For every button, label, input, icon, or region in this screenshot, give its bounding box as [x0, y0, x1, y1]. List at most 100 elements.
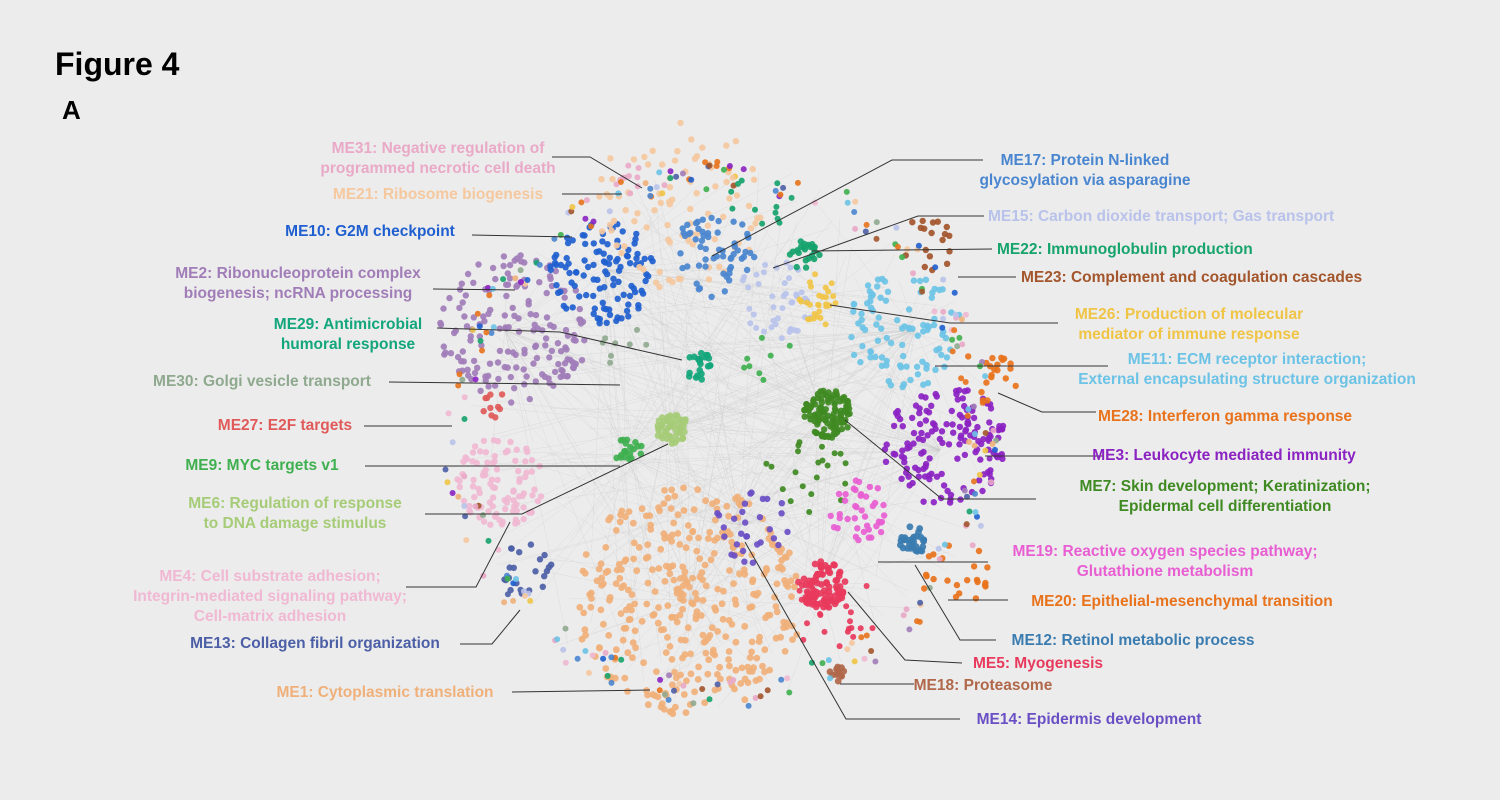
node-me10 [564, 239, 572, 247]
network-edge [607, 257, 823, 416]
node-me23 [943, 223, 950, 231]
network-edge [624, 454, 721, 643]
node-me1 [644, 553, 652, 561]
node-me21 [671, 157, 679, 164]
node-me19 [842, 491, 849, 498]
node-me11 [900, 381, 908, 388]
node-me12 [916, 546, 924, 554]
network-edge [623, 260, 916, 331]
node-me2 [440, 305, 447, 312]
network-edge [590, 454, 626, 624]
node-me1 [736, 570, 743, 578]
node-me2 [532, 343, 539, 350]
node-me3 [883, 441, 890, 448]
node-me3 [910, 429, 918, 437]
node-me29 [690, 353, 698, 361]
node-me28 [991, 366, 998, 373]
node-me15 [774, 315, 781, 322]
node-me23 [909, 219, 916, 226]
node-me15 [772, 321, 779, 328]
node-me2 [496, 325, 503, 332]
node-me10 [602, 268, 609, 275]
network-edge [624, 454, 869, 604]
node-me11 [900, 352, 907, 360]
node-me10 [617, 263, 624, 271]
node-me4 [534, 497, 542, 505]
network-edge [504, 329, 526, 365]
node-me10 [571, 282, 578, 290]
node-me26 [976, 471, 983, 478]
node-me31 [480, 572, 487, 579]
node-me22 [461, 416, 468, 422]
node-me30 [562, 625, 569, 632]
network-edge [660, 584, 821, 676]
node-me1 [704, 635, 712, 642]
node-me1 [772, 603, 780, 610]
node-me2 [515, 328, 523, 335]
node-me17 [747, 249, 754, 257]
node-me3 [978, 440, 985, 448]
node-me15 [798, 289, 805, 296]
node-me17 [574, 655, 581, 662]
node-me10 [590, 292, 597, 300]
node-me27 [488, 412, 495, 419]
node-me21 [712, 183, 719, 190]
network-edge [493, 329, 916, 540]
node-me2 [531, 321, 538, 328]
node-me19 [874, 485, 881, 492]
node-me2 [561, 360, 569, 367]
network-edge [604, 269, 825, 633]
node-me3 [740, 166, 747, 173]
node-me10 [563, 254, 570, 262]
node-me5 [816, 590, 824, 597]
node-me3 [920, 498, 927, 505]
node-me30 [607, 359, 614, 366]
node-me6 [655, 417, 663, 425]
node-me1 [660, 705, 668, 713]
network-edge [555, 454, 626, 496]
node-me10 [915, 242, 922, 249]
node-me20 [714, 158, 721, 165]
module-label-me15: ME15: Carbon dioxide transport; Gas tran… [988, 208, 1334, 225]
node-me14 [721, 533, 728, 540]
node-me14 [756, 514, 764, 521]
node-me3 [926, 455, 933, 462]
module-label-line: ME7: Skin development; Keratinization; [1079, 478, 1370, 495]
node-me4 [502, 449, 510, 456]
node-me13 [539, 583, 546, 590]
node-me1 [761, 646, 769, 654]
network-edge [821, 247, 852, 416]
node-me21 [598, 228, 606, 235]
node-me7 [787, 498, 794, 505]
node-me17 [702, 263, 709, 270]
node-me10 [626, 292, 634, 300]
node-me3 [974, 423, 981, 431]
leader-line-me17 [711, 159, 983, 257]
node-me10 [638, 287, 645, 294]
node-me3 [518, 279, 524, 285]
module-label-line: ME11: ECM receptor interaction; [1128, 351, 1367, 368]
node-me28 [998, 354, 1005, 361]
node-me17 [714, 229, 721, 236]
node-me2 [525, 301, 532, 308]
module-label-line: ME17: Protein N-linked [1001, 152, 1170, 169]
node-me10 [569, 237, 576, 244]
module-label-line: ME4: Cell substrate adhesion; [159, 568, 380, 585]
node-me3 [582, 215, 589, 222]
network-edge [504, 329, 716, 669]
node-me1 [746, 654, 754, 661]
node-me10 [590, 240, 597, 247]
node-me1 [635, 544, 643, 551]
node-me1 [788, 593, 795, 600]
node-me1 [746, 604, 754, 611]
network-edge [661, 305, 823, 416]
module-label-line: ME27: E2F targets [218, 417, 352, 434]
node-me10 [524, 277, 531, 283]
node-me1 [706, 528, 714, 536]
node-me26 [851, 658, 858, 665]
node-me1 [696, 555, 704, 563]
node-me15 [739, 277, 746, 284]
node-me1 [640, 659, 647, 667]
network-edge [787, 329, 916, 692]
network-edge [802, 414, 823, 597]
